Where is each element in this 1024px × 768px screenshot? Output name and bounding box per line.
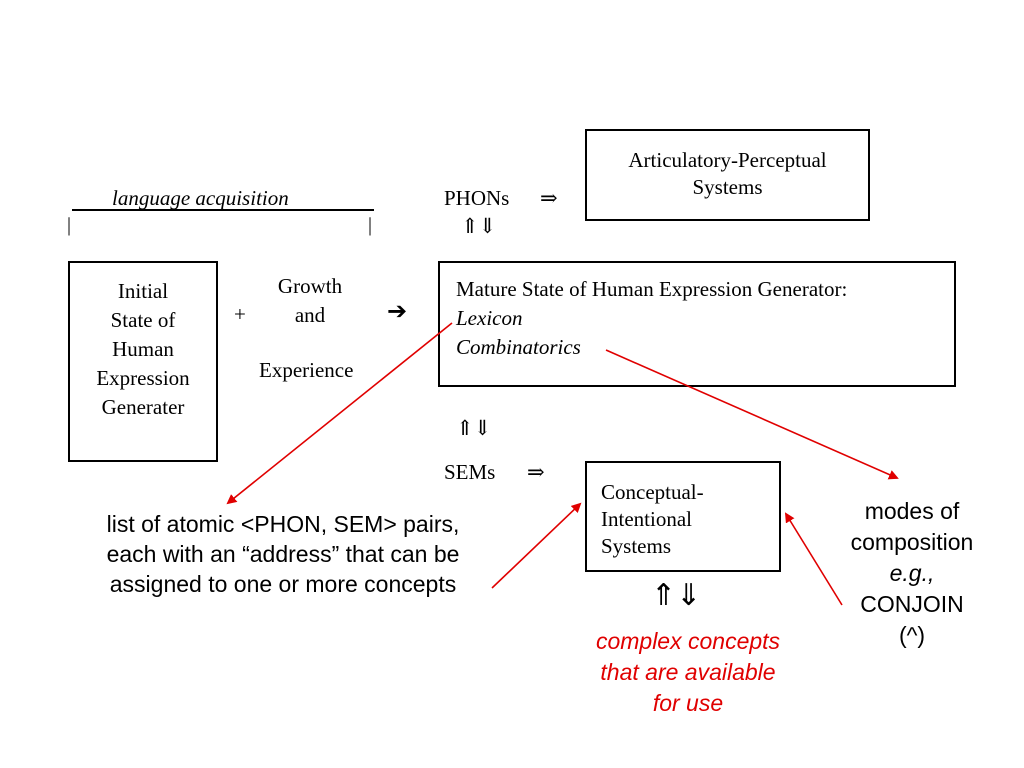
lexicon-note-line: assigned to one or more concepts — [109, 571, 457, 597]
initial-state-box: Initial State of Human Expression Genera… — [68, 261, 218, 462]
mature-state-title: Mature State of Human Expression Generat… — [456, 277, 848, 301]
acquisition-left-tick: | — [67, 214, 72, 236]
complex-note-line: complex concepts — [595, 628, 781, 654]
lexicon-label: Lexicon — [456, 306, 523, 330]
articulatory-line: Systems — [692, 175, 763, 199]
initial-state-line: Generater — [101, 395, 185, 419]
initial-state-line: State of — [110, 308, 176, 332]
complex-concepts-note: complex concepts that are available for … — [570, 626, 806, 719]
initial-state-line: Expression — [96, 366, 190, 390]
phons-label: PHONs — [444, 186, 510, 210]
initial-state-line: Initial — [117, 279, 169, 303]
sems-arrow-icon: ⇒ — [527, 460, 545, 484]
modes-note-line: (^) — [898, 622, 926, 648]
and-label: and — [294, 303, 326, 327]
modes-note-line: e.g., — [889, 560, 935, 586]
acquisition-right-tick: | — [368, 214, 373, 236]
lexicon-note: list of atomic <PHON, SEM> pairs, each w… — [58, 509, 508, 599]
note-to-conceptual-arrow — [491, 502, 582, 589]
complex-note-line: that are available — [600, 659, 776, 685]
combinatorics-label: Combinatorics — [456, 335, 581, 359]
articulatory-perceptual-box: Articulatory-Perceptual Systems — [585, 129, 870, 221]
phons-arrow-icon: ⇒ — [540, 186, 558, 210]
modes-note: modes of composition e.g., CONJOIN (^) — [828, 496, 996, 651]
sems-label: SEMs — [444, 460, 496, 484]
complex-note-line: for use — [652, 690, 724, 716]
lexicon-to-note-arrow — [226, 322, 453, 505]
modes-to-conceptual-arrow — [784, 512, 843, 606]
right-arrow-icon: ➔ — [387, 298, 408, 325]
mature-state-box: Mature State of Human Expression Generat… — [438, 261, 956, 387]
experience-label: Experience — [259, 358, 354, 382]
conceptual-intentional-box: Conceptual- Intentional Systems — [585, 461, 781, 572]
plus-sign: + — [234, 302, 246, 326]
conceptual-line: Intentional — [601, 507, 692, 531]
sems-updown-icon: ⇑⇓ — [456, 416, 492, 440]
initial-state-line: Human — [112, 337, 174, 361]
conceptual-line: Systems — [601, 534, 672, 558]
lexicon-note-line: list of atomic <PHON, SEM> pairs, — [106, 511, 460, 537]
language-acquisition-label: language acquisition — [112, 186, 289, 210]
articulatory-line: Articulatory-Perceptual — [628, 148, 827, 172]
growth-label: Growth — [277, 274, 343, 298]
acquisition-underline — [72, 209, 374, 211]
lexicon-note-line: each with an “address” that can be — [106, 541, 460, 567]
phons-updown-icon: ⇑⇓ — [461, 214, 497, 238]
combinatorics-to-modes-arrow — [605, 349, 899, 480]
modes-note-line: composition — [850, 529, 974, 555]
conceptual-updown-icon: ⇑⇓ — [651, 579, 702, 612]
conceptual-line: Conceptual- — [601, 480, 704, 504]
modes-note-line: CONJOIN — [860, 591, 964, 617]
modes-note-line: modes of — [864, 498, 960, 524]
